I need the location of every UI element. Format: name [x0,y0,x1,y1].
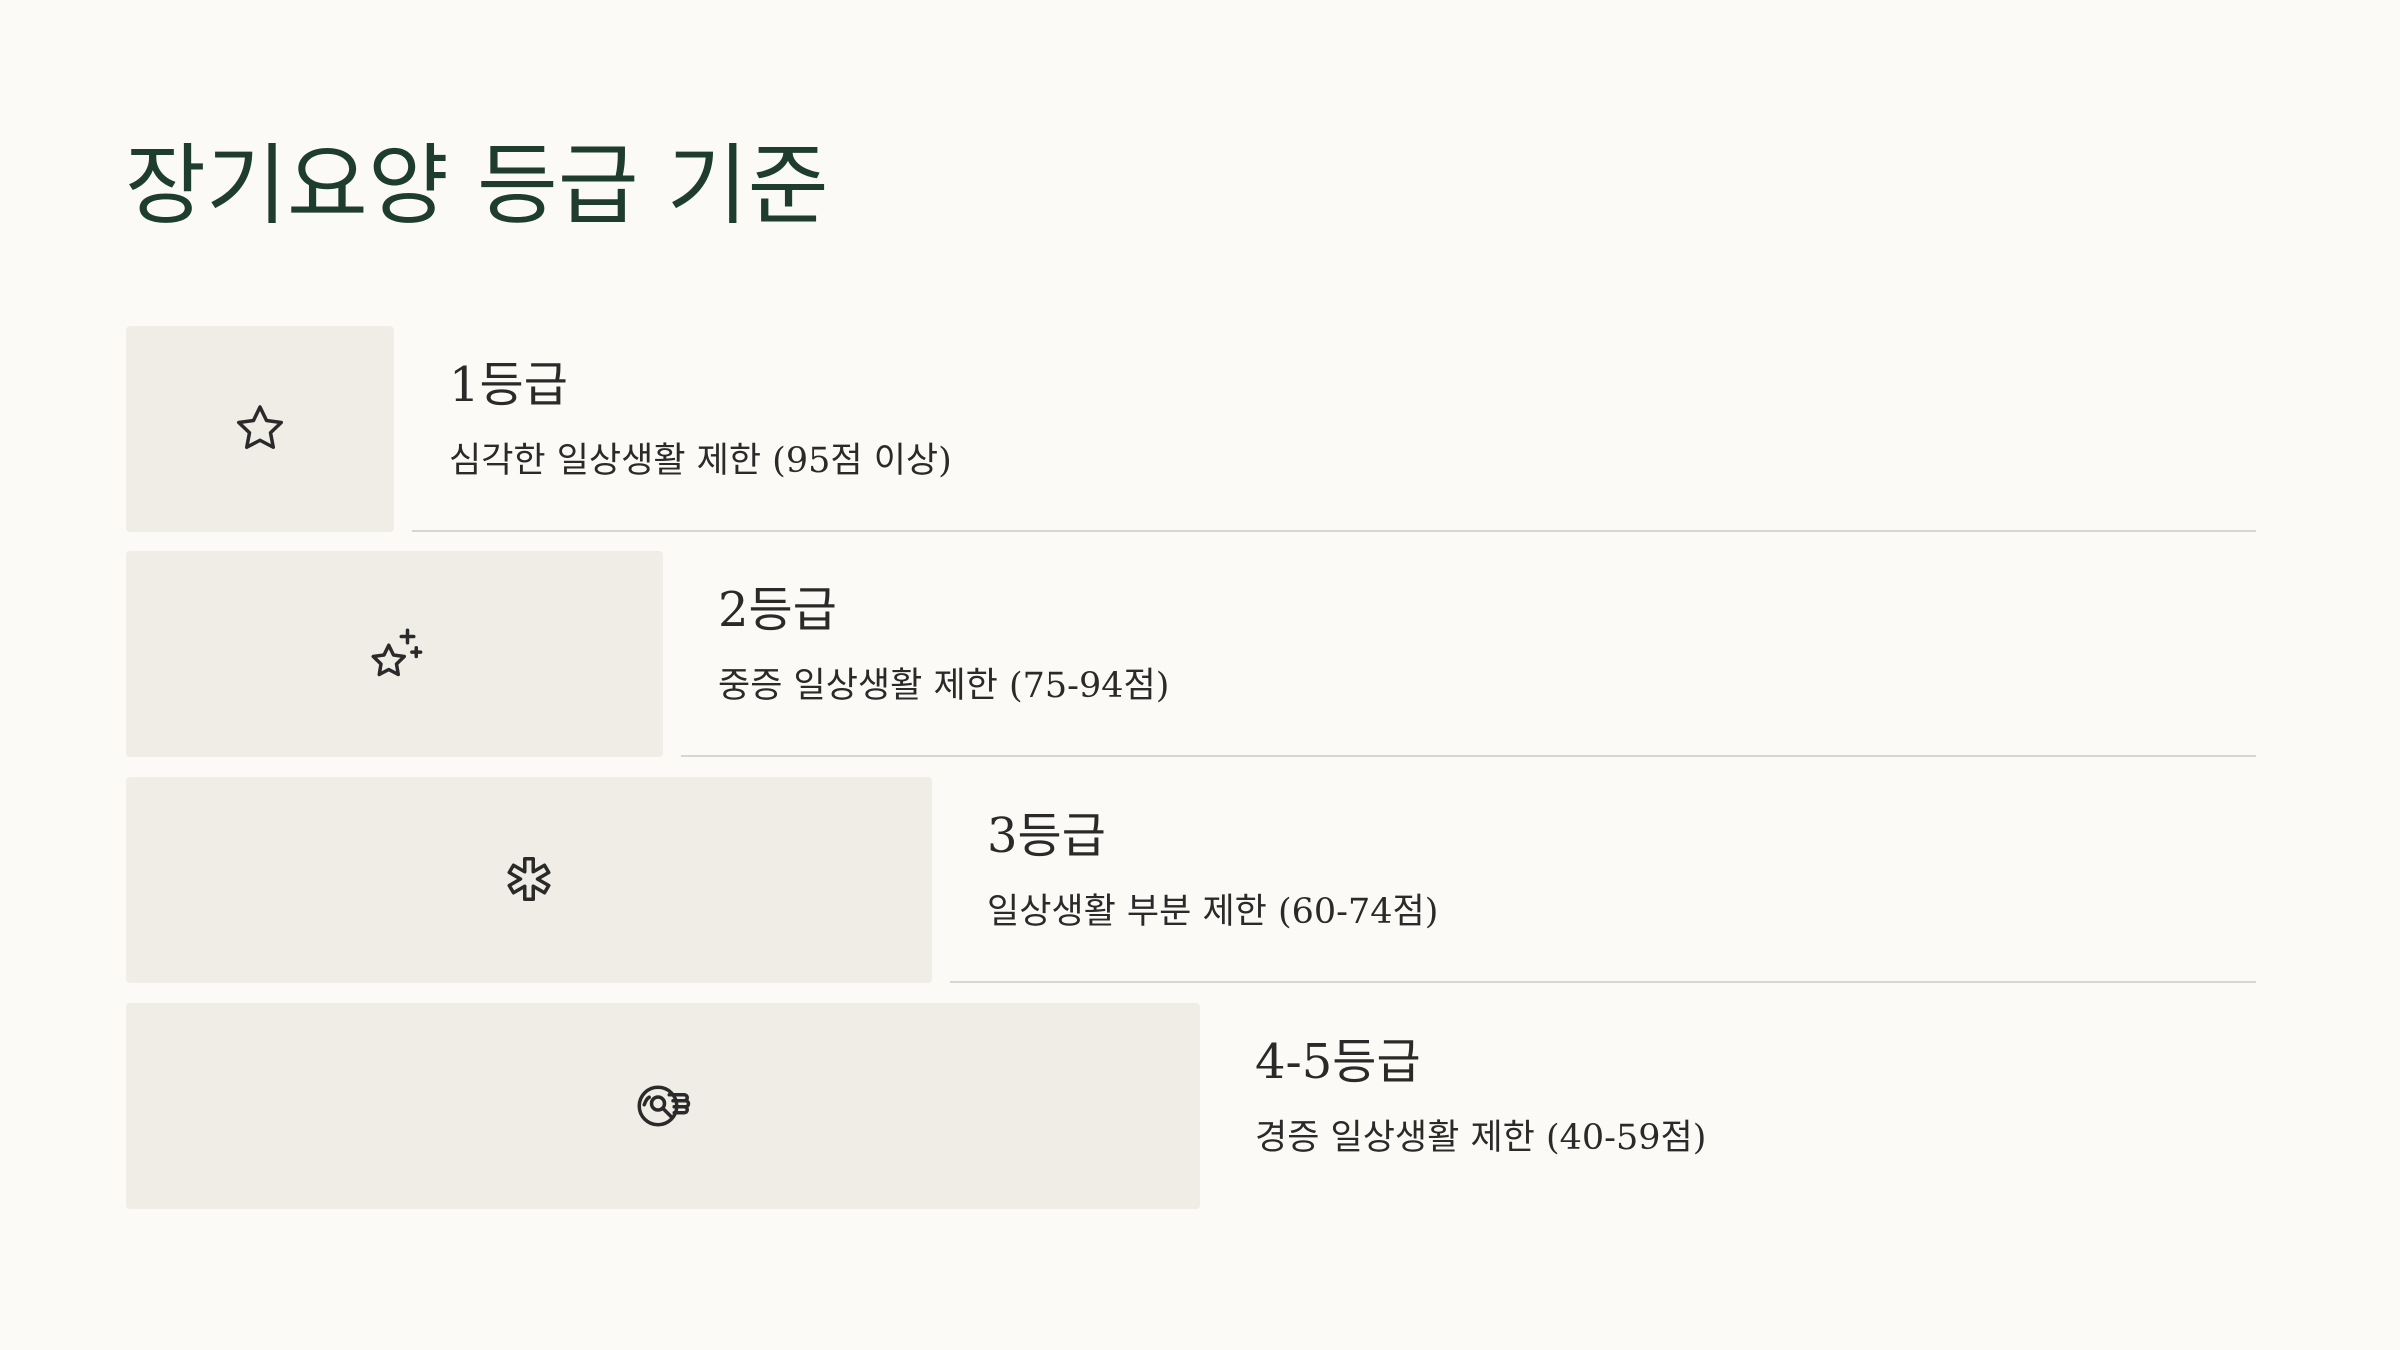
grade-text: 1등급 심각한 일상생활 제한 (95점 이상) [412,326,2256,532]
row-divider [412,530,2256,532]
sparkle-star-icon [371,628,422,677]
grade-row-4: 4-5등급 경증 일상생활 제한 (40-59점) [126,1003,2256,1209]
grade-text: 2등급 중증 일상생활 제한 (75-94점) [681,551,2256,757]
grade-text: 4-5등급 경증 일상생활 제한 (40-59점) [1218,1003,2256,1209]
grade-text: 3등급 일상생활 부분 제한 (60-74점) [950,777,2256,983]
grade-row-3: 3등급 일상생활 부분 제한 (60-74점) [126,777,2256,983]
grade-row-2: 2등급 중증 일상생활 제한 (75-94점) [126,551,2256,757]
grade-description: 일상생활 부분 제한 (60-74점) [987,892,1439,932]
grade-description: 심각한 일상생활 제한 (95점 이상) [449,441,952,481]
grade-name: 4-5등급 [1255,1034,1421,1090]
grade-name: 3등급 [987,808,1106,864]
page-title: 장기요양 등급 기준 [125,134,829,237]
asterisk-icon [507,857,551,901]
hand-holding-icon [637,1085,691,1127]
star-icon [237,405,283,449]
row-divider [681,755,2256,757]
grade-row-1: 1등급 심각한 일상생활 제한 (95점 이상) [126,326,2256,532]
grade-icon-block [126,551,663,757]
grade-icon-block [126,1003,1200,1209]
grade-description: 중증 일상생활 제한 (75-94점) [718,666,1170,706]
grade-icon-block [126,777,932,983]
grade-name: 2등급 [718,582,837,638]
grade-name: 1등급 [449,357,568,413]
grade-description: 경증 일상생활 제한 (40-59점) [1255,1118,1707,1158]
row-divider [950,981,2256,983]
grade-icon-block [126,326,394,532]
